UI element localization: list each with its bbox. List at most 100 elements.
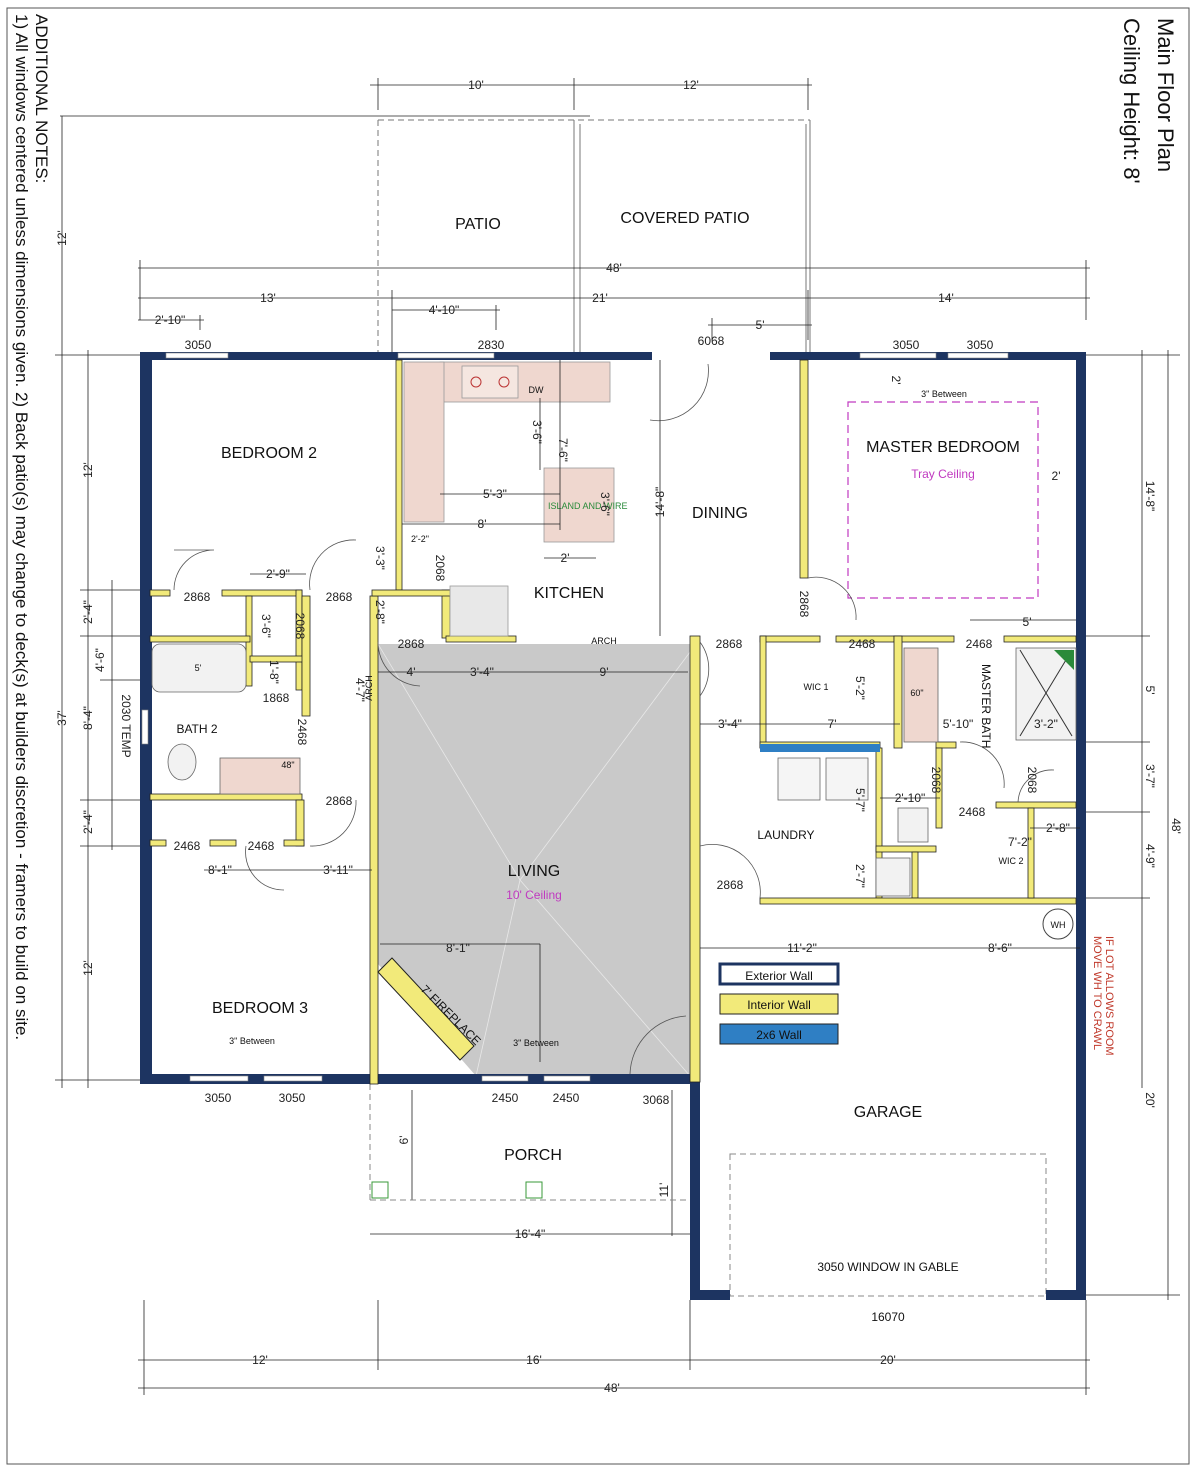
dim-left-2-4-b: 2'-4" <box>81 810 95 834</box>
dim-2-9: 2'-9" <box>266 567 290 581</box>
bath-fixtures <box>151 643 1077 897</box>
legend-interior-swatch <box>719 993 839 1015</box>
title-line-1: Main Floor Plan <box>1153 18 1178 172</box>
window-3050-bed3-a: 3050 <box>205 1091 232 1105</box>
shower-corner-marker <box>1054 650 1074 670</box>
dim-4: 4' <box>407 665 416 679</box>
dim-2-7: 2'-7" <box>853 864 867 888</box>
door-2868-hall: 2868 <box>398 637 425 651</box>
window-2830: 2830 <box>478 338 505 352</box>
room-label-porch: PORCH <box>504 1147 562 1164</box>
dim-3-11: 3'-11" <box>323 863 353 877</box>
garage-door-label: 16070 <box>871 1310 905 1324</box>
dim-left-12-bed2: 12' <box>81 462 95 478</box>
room-label-bedroom-3: BEDROOM 3 <box>212 1000 308 1017</box>
shower-x <box>1019 649 1073 737</box>
dim-8-1-living: 8'-1" <box>446 941 470 955</box>
dim-overall-48-top: 48' <box>606 261 622 275</box>
master-3-between: 3" Between <box>921 389 967 399</box>
window-3050-master-b: 3050 <box>967 338 994 352</box>
dim-7-2: 7'-2" <box>1008 835 1032 849</box>
door-2468-master-bath: 2468 <box>966 637 993 651</box>
door-2068-pantry: 2068 <box>433 555 447 582</box>
door-2868-laundry: 2868 <box>717 878 744 892</box>
right-dimensions <box>1080 350 1180 1300</box>
dim-right-14-8: 14'-8" <box>1143 481 1157 512</box>
living-room-fill <box>378 644 696 1076</box>
dim-master-2-top: 2' <box>889 376 903 385</box>
dim-8-1-closet: 8'-1" <box>208 863 232 877</box>
dim-14: 14' <box>938 291 954 305</box>
dim-left-8-4: 8'-4" <box>81 706 95 730</box>
window-3050-master-a: 3050 <box>893 338 920 352</box>
door-2868-wic1: 2868 <box>716 637 743 651</box>
dim-3-2: 3'-2" <box>1034 717 1058 731</box>
dim-8-6: 8'-6" <box>988 941 1012 955</box>
vanity-size-label: 48" <box>281 760 294 770</box>
legend-exterior-swatch <box>718 962 840 986</box>
additional-notes: ADDITIONAL NOTES: 1) All windows centere… <box>12 14 51 1040</box>
wall-legend: Exterior Wall Interior Wall 2x6 Wall <box>718 962 840 1045</box>
dim-kitchen-2-2: 2'-2" <box>411 534 429 544</box>
left-dimensions <box>55 116 150 1088</box>
dim-4-7: 4'-7" <box>353 678 367 702</box>
dim-right-5: 5' <box>1143 686 1157 695</box>
water-heater-label: WH <box>1051 920 1066 930</box>
dim-2-8-hall: 2'-8" <box>373 600 387 624</box>
dim-porch-11: 11' <box>657 1183 671 1198</box>
legend-exterior-label: Exterior Wall <box>745 969 813 983</box>
dim-porch-6: 6' <box>397 1136 411 1145</box>
notes-text: 1) All windows centered unless dimension… <box>12 14 31 1040</box>
door-1868: 1868 <box>263 691 290 705</box>
dim-top-12: 12' <box>683 78 699 92</box>
dim-porch-16-4: 16'-4" <box>515 1227 546 1241</box>
dim-bottom-16: 16' <box>526 1353 542 1367</box>
door-2468-bath2: 2468 <box>295 719 309 746</box>
room-label-bedroom-2: BEDROOM 2 <box>221 445 317 462</box>
dim-bottom-20: 20' <box>880 1353 896 1367</box>
room-label-bath-2: BATH 2 <box>176 722 217 736</box>
dim-7-wic: 7' <box>828 717 837 731</box>
arch-kitchen-living: ARCH <box>591 636 617 646</box>
room-label-covered-patio: COVERED PATIO <box>620 210 749 227</box>
sink-basin-right <box>498 376 510 388</box>
door-2468-wc: 2468 <box>959 805 986 819</box>
plan-title: Main Floor Plan Ceiling Height: 8' <box>1119 18 1178 184</box>
room-label-dining: DINING <box>692 505 748 522</box>
dim-5-master-bath: 5' <box>1023 615 1032 629</box>
window-2450-b: 2450 <box>553 1091 580 1105</box>
dim-2-10-wc: 2'-10" <box>895 791 926 805</box>
dim-3-6-linen: 3'-6" <box>259 614 273 638</box>
dim-kitchen-7-6: 7'-6" <box>556 438 570 462</box>
dim-bottom-12: 12' <box>252 1353 268 1367</box>
fireplace-body <box>377 957 475 1061</box>
dim-9: 9' <box>600 665 609 679</box>
room-label-living: LIVING <box>508 863 560 880</box>
door-2868-master: 2868 <box>797 591 811 618</box>
living-ceiling-lines <box>377 643 697 1077</box>
tray-ceiling-label: Tray Ceiling <box>911 467 975 481</box>
arch-hall-living: ARCH <box>364 675 374 701</box>
door-2468-bed3-closet-a: 2468 <box>174 839 201 853</box>
dim-21: 21' <box>592 291 608 305</box>
garage-window-label: 3050 WINDOW IN GABLE <box>817 1260 958 1274</box>
page-border <box>6 7 1190 1465</box>
window-openings <box>141 352 1009 1082</box>
tub-size-label: 5' <box>195 663 202 673</box>
dim-3-3: 3'-3" <box>373 546 387 570</box>
dim-5-2: 5'-2" <box>853 676 867 700</box>
legend-2x6-label: 2x6 Wall <box>756 1028 802 1042</box>
dim-right-48: 48' <box>1169 818 1183 834</box>
dim-left-12-patio: 12' <box>55 230 69 246</box>
island-label: ISLAND AND WIRE <box>548 501 628 511</box>
room-label-master-bath: MASTER BATH <box>979 664 993 748</box>
dim-5-10: 5'-10" <box>943 717 974 731</box>
door-2868-bed2-closet: 2868 <box>184 590 211 604</box>
bed3-3-between: 3" Between <box>229 1036 275 1046</box>
water-heater-symbol <box>1042 908 1074 940</box>
dim-3-4-wic: 3'-4" <box>718 717 742 731</box>
room-label-garage: GARAGE <box>854 1104 922 1121</box>
living-ceiling-label: 10' Ceiling <box>506 888 562 902</box>
notes-heading: ADDITIONAL NOTES: <box>32 14 51 183</box>
dim-11-2: 11'-2" <box>787 941 817 955</box>
